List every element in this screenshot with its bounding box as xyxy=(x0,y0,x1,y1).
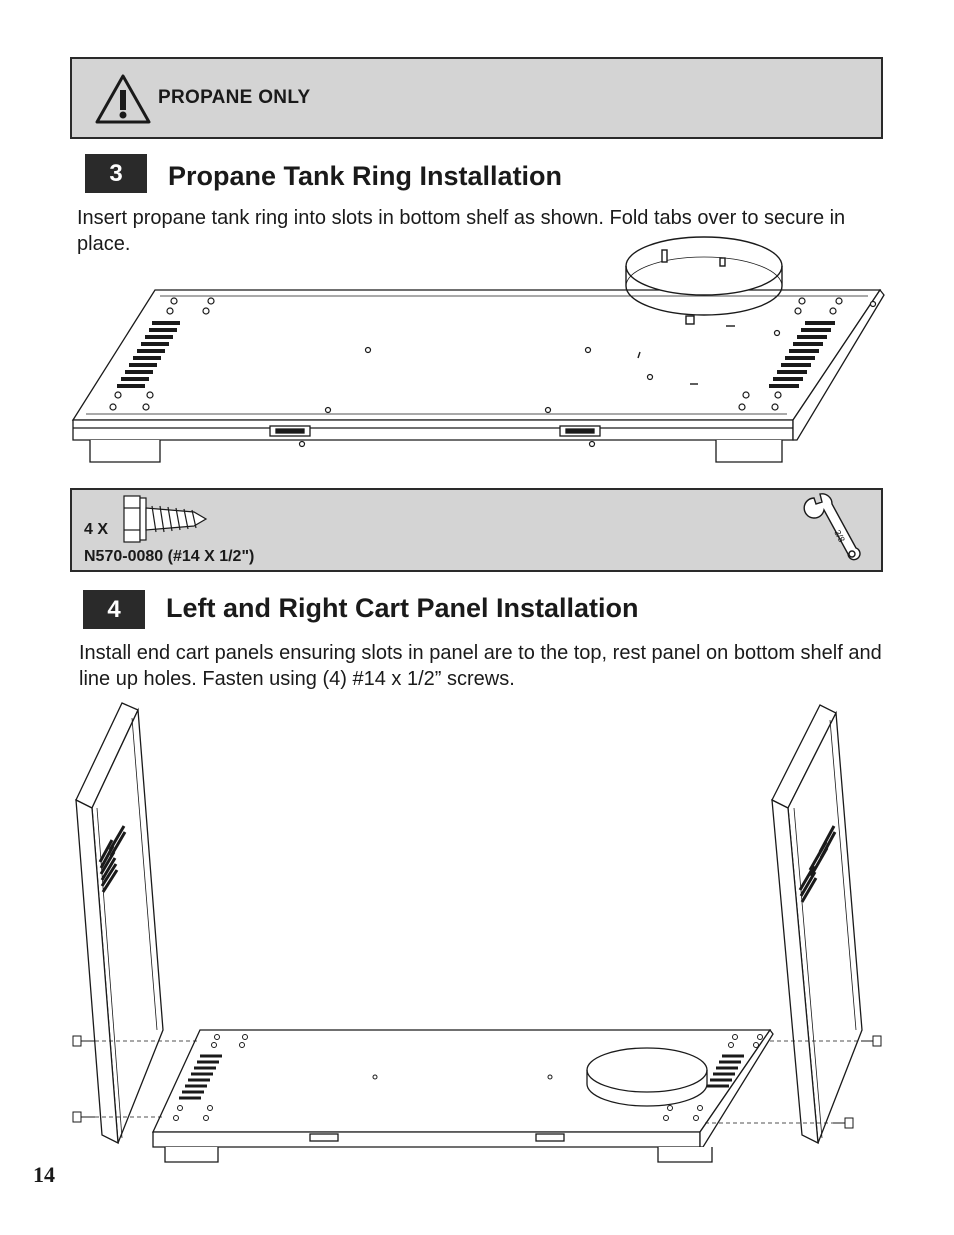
step-3-instructions: Insert propane tank ring into slots in b… xyxy=(77,207,846,255)
step-4-instructions: Install end cart panels ensuring slots i… xyxy=(79,642,882,690)
step-3-badge: 3 xyxy=(85,154,147,193)
hardware-part-number: N570-0080 (#14 X 1/2") xyxy=(84,548,255,565)
step-4-title: Left and Right Cart Panel Installation xyxy=(166,593,639,623)
hardware-box: 4 X N570-0080 (#14 X 1/2") 3/8 xyxy=(70,488,883,572)
warning-text: PROPANE ONLY xyxy=(158,87,311,108)
warning-box: PROPANE ONLY xyxy=(70,57,883,139)
warning-triangle-icon xyxy=(95,74,151,124)
wrench-icon: 3/8 xyxy=(803,493,861,561)
screw-icon xyxy=(123,495,208,543)
hardware-quantity: 4 X xyxy=(84,521,109,538)
page-number: 14 xyxy=(33,1162,55,1187)
step-3-title: Propane Tank Ring Installation xyxy=(168,161,563,191)
step-4-badge: 4 xyxy=(83,590,145,629)
